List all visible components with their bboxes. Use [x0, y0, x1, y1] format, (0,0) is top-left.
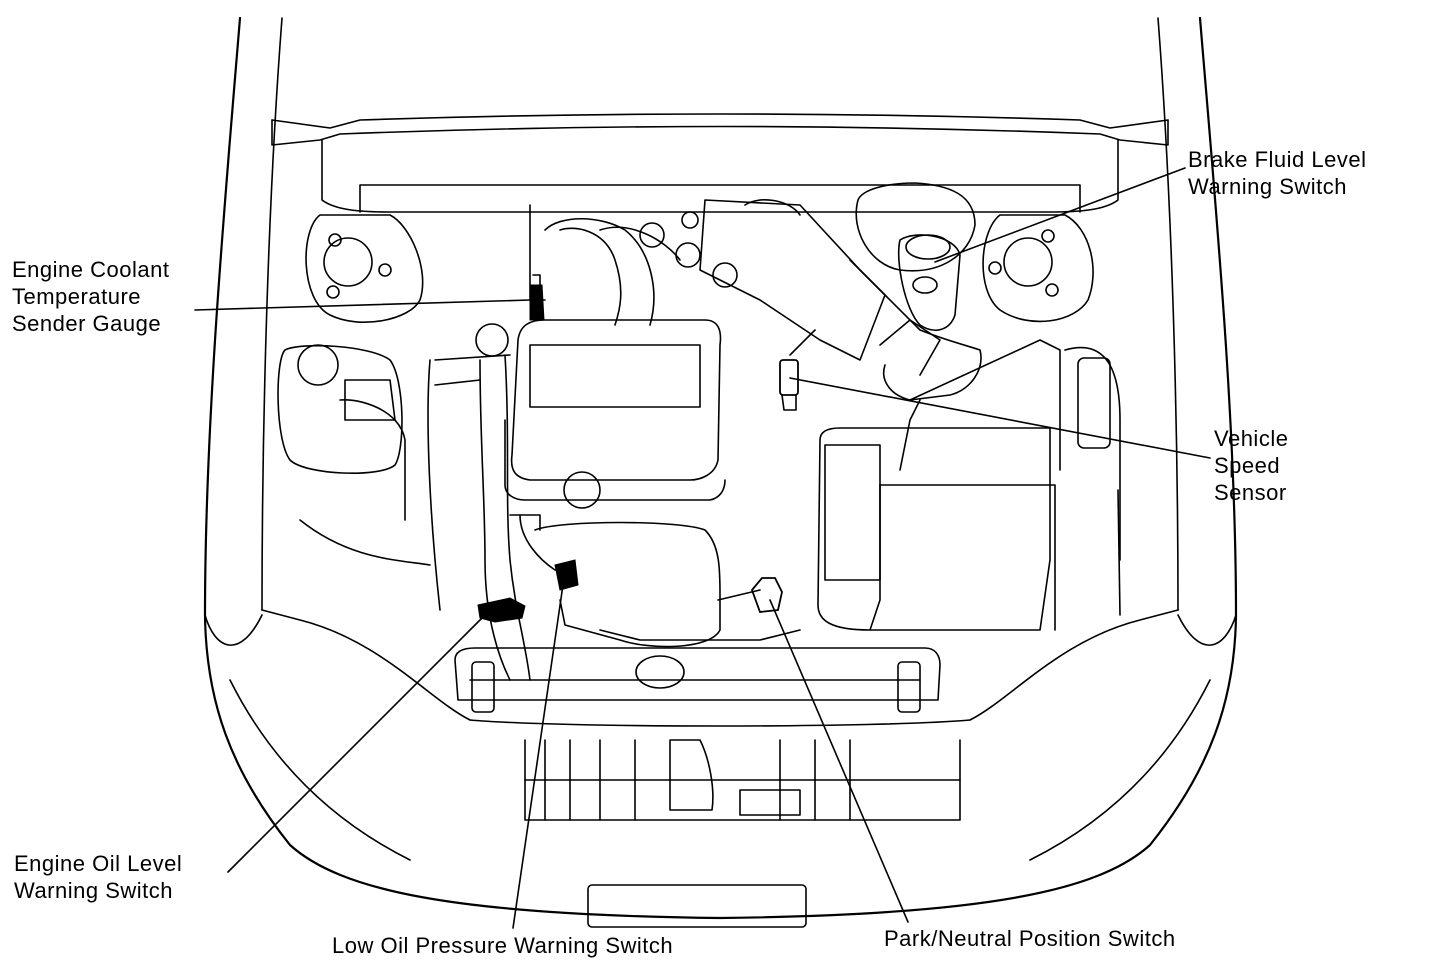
label-line: Park/Neutral Position Switch — [884, 926, 1176, 951]
label-brake-fluid-warning-switch: Brake Fluid Level Warning Switch — [1188, 146, 1366, 200]
label-low-oil-pressure-switch: Low Oil Pressure Warning Switch — [332, 932, 673, 959]
oil-pressure-switch — [554, 559, 579, 591]
leader-oil-pressure — [512, 577, 565, 929]
brake-master-cylinder — [855, 182, 976, 331]
label-line: Warning Switch — [1188, 174, 1348, 199]
upper-radiator-hose — [427, 323, 531, 681]
intake-manifold — [529, 199, 886, 361]
label-line: Sensor — [1214, 480, 1287, 505]
fuse-box — [1064, 346, 1121, 616]
label-line: Warning Switch — [14, 878, 174, 903]
label-line: Temperature — [12, 284, 142, 309]
radiator-support — [454, 629, 941, 713]
park-neutral-switch — [750, 577, 783, 613]
leader-brake-fluid — [934, 167, 1186, 263]
label-line: Sender Gauge — [12, 311, 162, 336]
leader-coolant-sender — [194, 299, 531, 311]
label-line: Brake Fluid Level — [1188, 147, 1367, 172]
washer-reservoir — [277, 344, 431, 566]
leader-park-neutral — [769, 599, 909, 923]
leader-vehicle-speed — [789, 377, 1211, 459]
firewall — [271, 113, 1169, 213]
label-line: Low Oil Pressure Warning Switch — [332, 933, 674, 958]
front-grille — [524, 739, 961, 928]
label-line: Engine Coolant — [12, 257, 170, 282]
label-engine-coolant-sender: Engine Coolant Temperature Sender Gauge — [12, 256, 169, 337]
valve-cover — [504, 319, 726, 509]
right-strut-tower — [982, 214, 1094, 323]
leader-oil-level — [227, 611, 489, 873]
label-line: Speed — [1214, 453, 1281, 478]
label-line: Vehicle — [1214, 426, 1289, 451]
label-line: Engine Oil Level — [14, 851, 183, 876]
leader-lines — [194, 167, 1211, 929]
left-strut-tower — [305, 214, 424, 323]
car-body-outline — [203, 16, 1238, 920]
oil-level-switch — [477, 597, 526, 623]
vehicle-speed-sensor — [779, 329, 816, 411]
label-park-neutral-position-switch: Park/Neutral Position Switch — [884, 925, 1176, 952]
battery — [817, 339, 1061, 631]
label-engine-oil-level-switch: Engine Oil Level Warning Switch — [14, 850, 182, 904]
label-vehicle-speed-sensor: Vehicle Speed Sensor — [1214, 425, 1288, 506]
transmission-housing — [509, 514, 761, 648]
coolant-temperature-sender — [529, 274, 545, 321]
air-intake — [849, 259, 982, 471]
